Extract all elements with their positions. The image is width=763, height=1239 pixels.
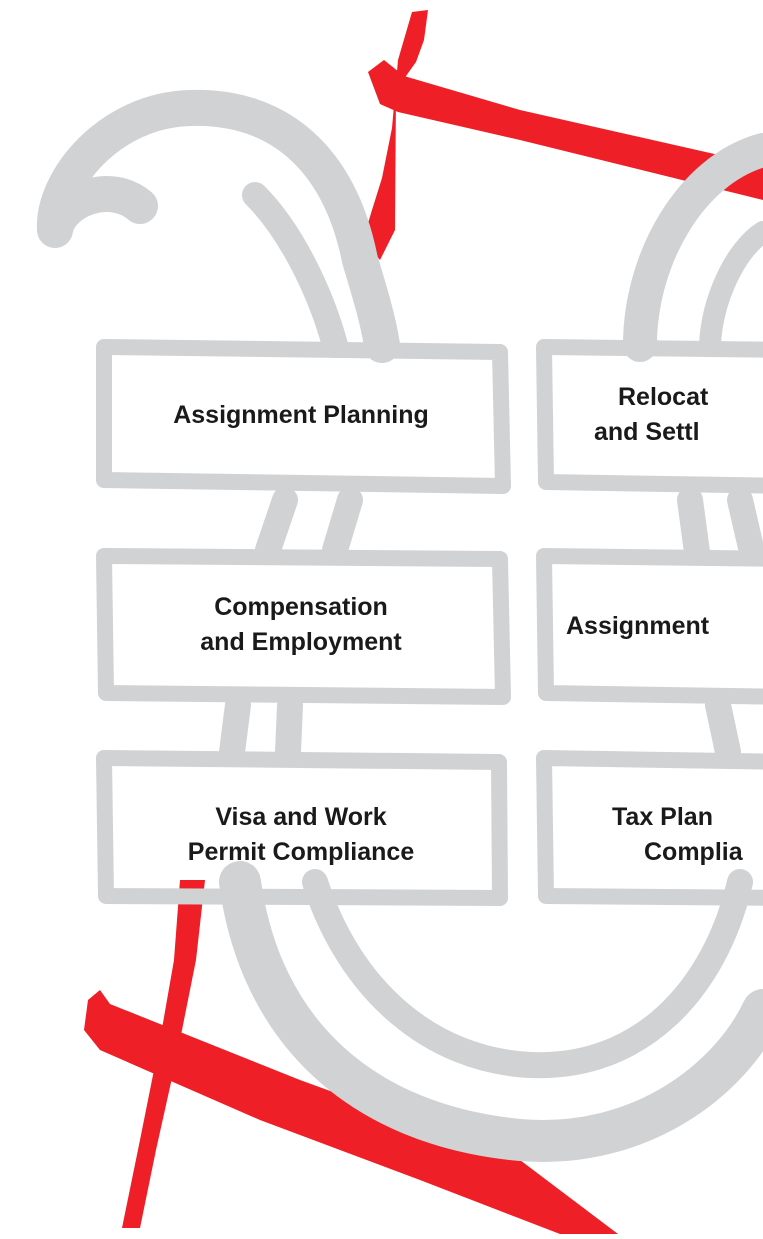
box-label-line: and Employment [200, 628, 402, 656]
box-label-line: Assignment [566, 612, 710, 640]
left-stem-d [275, 692, 303, 765]
right-stem-a [677, 487, 710, 565]
scroll-shape [36, 89, 763, 1162]
box-relocation-and-settlement: Relocat and Settl [594, 380, 708, 450]
box-label-line: Permit Compliance [187, 838, 415, 866]
left-stem-c [219, 692, 251, 765]
frame-left-1 [96, 339, 511, 494]
left-stem-a [255, 487, 298, 563]
scroll-right-arc [623, 133, 763, 362]
box-label-line: and Settl [594, 418, 700, 446]
box-assignment: Assignment [566, 609, 709, 644]
box-assignment-planning: Assignment Planning [104, 398, 498, 433]
left-stem-b [322, 487, 363, 563]
box-label-line: Tax Plan [612, 803, 713, 831]
box-tax-planning-and-compliance: Tax Plan Complia [612, 800, 743, 870]
frame-left-2 [96, 548, 511, 705]
scroll-bottom-inner-bowl [302, 869, 753, 1079]
box-compensation-and-employment: Compensation and Employment [104, 590, 498, 660]
box-label-line: Assignment Planning [173, 401, 429, 429]
box-label-line: Visa and Work [215, 803, 387, 831]
red-bar-top-vertical [363, 10, 428, 260]
frame-right-2 [536, 548, 763, 705]
box-frames [96, 339, 763, 906]
red-bar-top-horizontal [368, 60, 763, 200]
scroll-bottom-bowl [219, 861, 763, 1162]
scroll-left-inner-stem [242, 182, 348, 358]
box-label-line: Compensation [214, 593, 388, 621]
right-stem-c [705, 692, 741, 765]
box-label-line: Complia [644, 838, 743, 866]
frame-right-1 [536, 339, 763, 494]
box-visa-and-work-permit-compliance: Visa and Work Permit Compliance [104, 800, 498, 870]
frame-left-3 [96, 750, 508, 906]
red-bracket [84, 10, 763, 1234]
scroll-right-inner-arc [699, 221, 763, 356]
right-stem-b [727, 487, 763, 565]
scroll-left-curl [36, 89, 400, 363]
frame-right-3 [536, 750, 763, 906]
box-label-line: Relocat [618, 383, 709, 411]
red-bar-bottom-horizontal [84, 990, 618, 1234]
